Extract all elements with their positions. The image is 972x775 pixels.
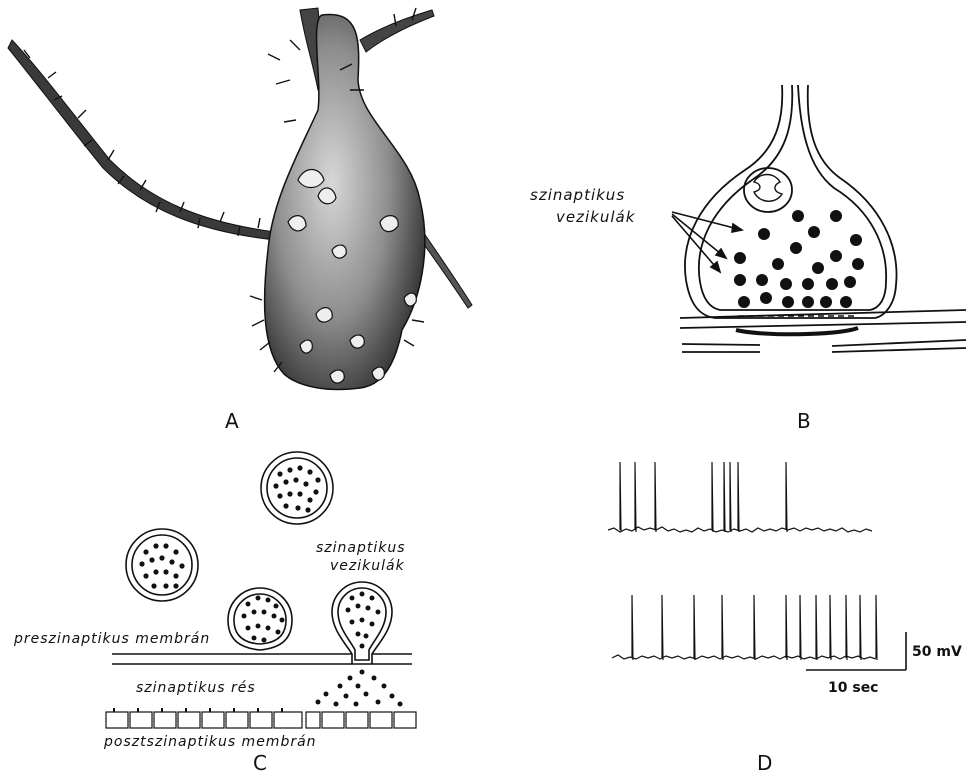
dendrite-left <box>8 40 276 240</box>
panel-b-terminal-diagram <box>680 85 966 352</box>
dendrite-top-right <box>360 10 434 52</box>
neuron-soma <box>265 14 425 389</box>
panel-d-recordings <box>608 462 906 670</box>
postsynaptic-line-right <box>832 340 966 346</box>
panel-b-pointer-arrows <box>672 212 742 272</box>
time-scale-label: 10 sec <box>828 680 878 696</box>
cleft-line-upper <box>680 322 966 328</box>
voltage-scale-label: 50 mV <box>912 644 962 660</box>
vesicle-top <box>261 452 333 524</box>
vesicle-left <box>126 529 198 601</box>
panel-a-neuron-illustration <box>8 8 472 389</box>
panel-c-vesicle-label-line1: szinaptikus <box>316 540 406 556</box>
terminal-inner-membrane <box>699 85 886 310</box>
presynaptic-membrane-label: preszinaptikus membrán <box>13 631 210 647</box>
postsynaptic-receptors <box>106 708 416 728</box>
trace-bottom-baseline <box>612 655 876 659</box>
postsynaptic-line-left <box>682 344 760 345</box>
postsynaptic-line-right-2 <box>832 348 966 352</box>
postsynaptic-membrane-label: posztszinaptikus membrán <box>103 734 317 750</box>
panel-d-label: D <box>757 751 772 775</box>
trace-top-baseline <box>608 527 872 532</box>
synaptic-cleft-label: szinaptikus rés <box>136 680 256 696</box>
panel-a-label: A <box>225 409 239 433</box>
panel-b-annotation-line1: szinaptikus <box>530 186 625 204</box>
panel-b-annotation-line2: vezikulák <box>556 208 636 226</box>
scale-bars <box>806 632 906 670</box>
panel-c-vesicle-label-line2: vezikulák <box>330 558 405 574</box>
trace-bottom-spikes <box>632 595 877 660</box>
postsynaptic-density <box>736 328 858 334</box>
mitochondrion-cristae <box>754 175 782 202</box>
panel-b-vesicles <box>734 210 864 308</box>
panel-c-label: C <box>253 751 267 775</box>
panel-b-label: B <box>797 409 811 433</box>
trace-top-spikes <box>620 462 787 532</box>
